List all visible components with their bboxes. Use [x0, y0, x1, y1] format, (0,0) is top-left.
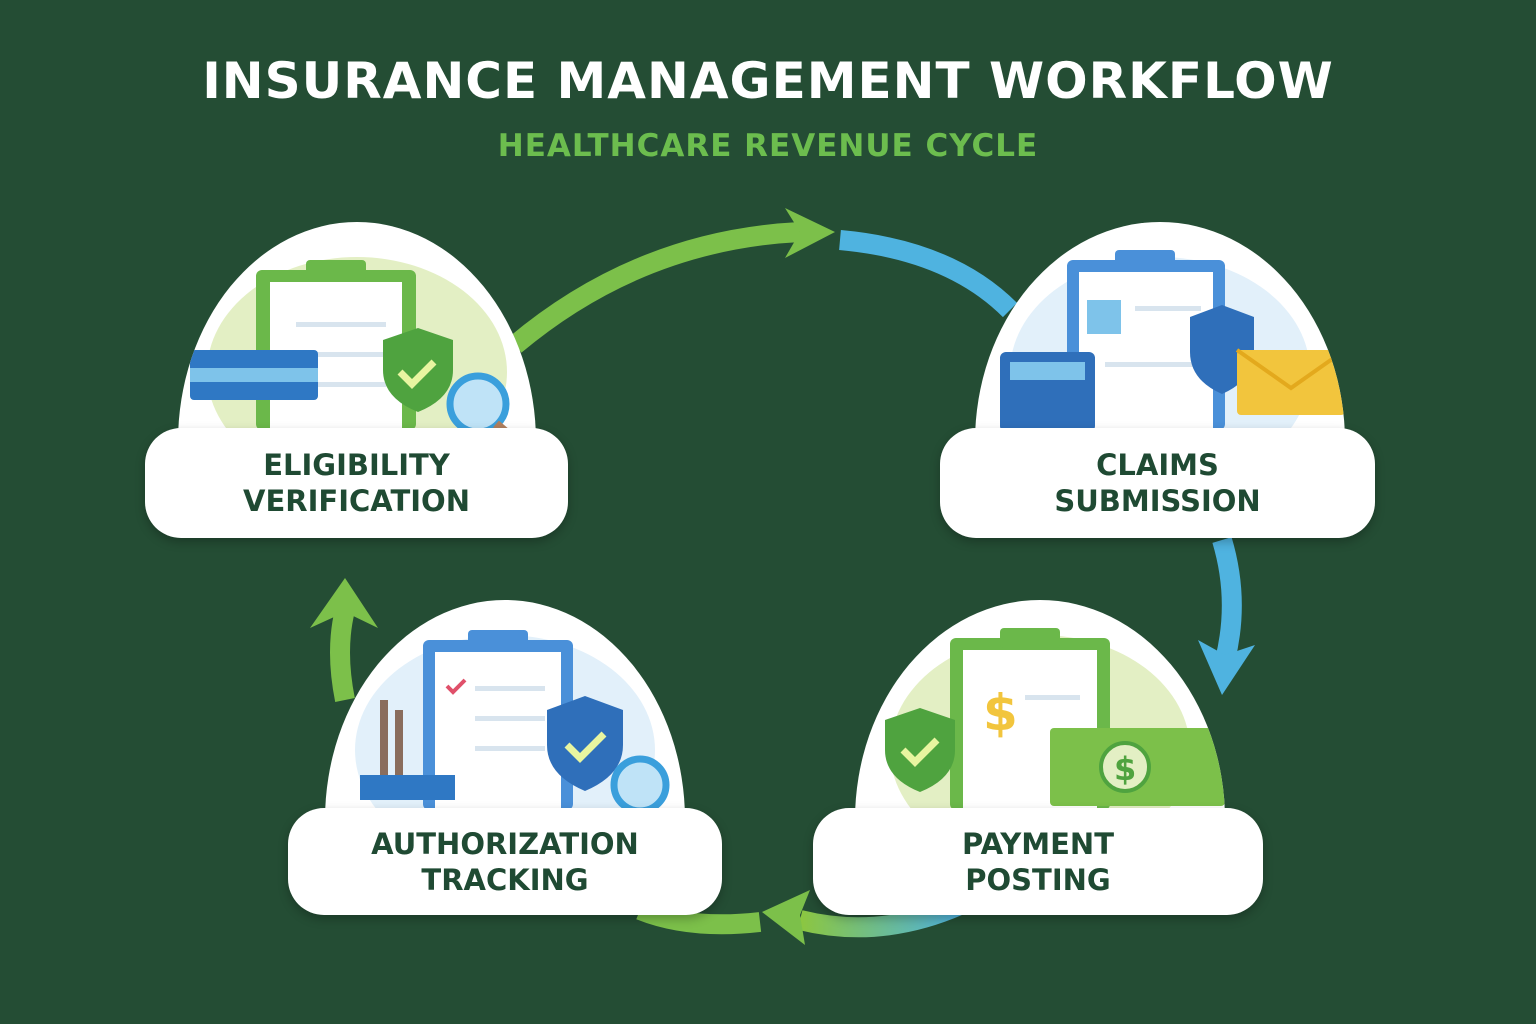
arrow-head-bottom: [762, 890, 810, 945]
clipboard-checklist-icon: [423, 630, 573, 812]
bar-chart-icon: [360, 700, 455, 800]
arrow-head-right: [1198, 640, 1255, 695]
illustration-dome: $ $: [855, 600, 1225, 820]
step-label: PAYMENT POSTING: [813, 808, 1263, 915]
arrow-top-right-segment: [839, 230, 1018, 318]
shield-check-icon: [547, 696, 623, 791]
arrow-eligibility-to-claims: [508, 222, 801, 353]
step-title-line2: SUBMISSION: [1054, 484, 1261, 518]
step-title-line1: CLAIMS: [1096, 448, 1219, 482]
credit-card-icon: [190, 350, 318, 400]
step-title-line2: POSTING: [965, 862, 1111, 897]
arrow-authorization-to-eligibility: [330, 607, 355, 702]
page-title: INSURANCE MANAGEMENT WORKFLOW: [202, 52, 1334, 110]
magnifier-icon: [610, 755, 670, 815]
arrow-claims-to-payment: [1212, 537, 1242, 663]
banknote-icon: $: [1050, 728, 1225, 806]
shield-check-icon: [885, 708, 955, 792]
svg-text:$: $: [1114, 750, 1136, 788]
shield-check-icon: [383, 328, 453, 412]
svg-text:$: $: [983, 684, 1018, 742]
page-subtitle: HEALTHCARE REVENUE CYCLE: [497, 128, 1039, 164]
envelope-icon: [1235, 348, 1345, 415]
step-label: ELIGIBILITY VERIFICATION: [145, 428, 568, 538]
illustration-dome: [325, 600, 685, 820]
arrow-head-left: [310, 578, 378, 628]
step-title-line1: PAYMENT: [962, 826, 1114, 861]
step-title-line1: ELIGIBILITY: [263, 448, 450, 482]
step-title-line2: VERIFICATION: [243, 484, 470, 518]
arrow-head-top: [785, 208, 835, 258]
step-title-line1: AUTHORIZATION: [371, 826, 639, 861]
step-label: AUTHORIZATION TRACKING: [288, 808, 722, 915]
step-title-line2: TRACKING: [421, 862, 589, 897]
illustration-dome: [178, 222, 536, 442]
illustration-dome: [975, 222, 1345, 442]
calculator-icon: [1000, 352, 1095, 432]
step-label: CLAIMS SUBMISSION: [940, 428, 1375, 538]
